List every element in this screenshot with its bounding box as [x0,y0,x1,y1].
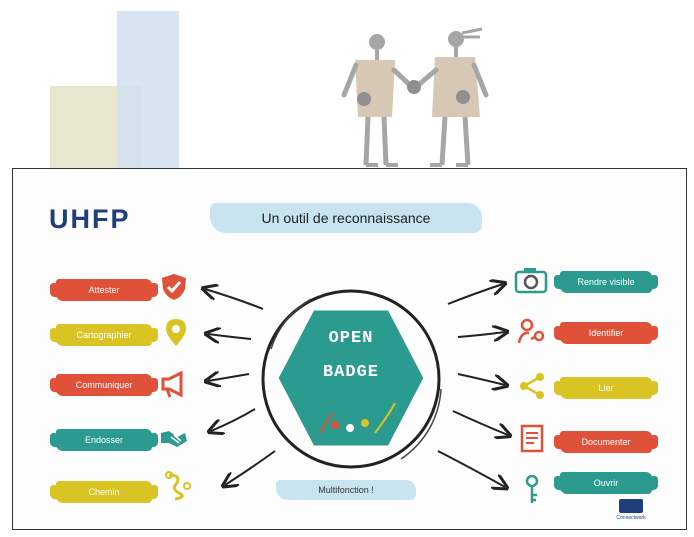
ribbon-label: Endosser [84,435,124,445]
ribbon-ouvrir: Ouvrir [560,472,652,494]
ribbon-attester: Attester [56,279,152,301]
title-text: Un outil de reconnaissance [261,210,431,226]
open-badge-infographic: UHFP Un outil de reconnaissance OPEN BAD… [12,168,687,530]
ribbon-cartographier: Cartographier [56,324,152,346]
uhfp-logo: UHFP [49,204,131,234]
people-icon [517,318,545,344]
ribbon-rendre-visible: Rendre visible [560,271,652,293]
ribbon-label: Communiquer [75,380,133,390]
connectwork-logo-text: Connectwork [616,515,646,521]
multifonction-banner: Multifonction ! [276,480,416,500]
path-icon [165,471,191,501]
connectwork-logo: Connectwork [611,499,651,527]
ribbon-identifier: Identifier [560,322,652,344]
open-badge-hexagon [275,307,427,449]
ribbon-label: Cartographier [76,330,132,340]
badge-line-1: OPEN [328,329,374,348]
ribbon-label: Chemin [88,487,120,497]
ribbon-communiquer: Communiquer [56,374,152,396]
ribbon-endosser: Endosser [56,429,152,451]
ribbon-label: Attester [88,285,120,295]
share-icon [520,373,544,399]
multifonction-text: Multifonction ! [318,485,374,495]
ribbon-documenter: Documenter [560,431,652,453]
ribbon-chemin: Chemin [56,481,152,503]
megaphone-icon [161,370,183,398]
center-circle [261,289,442,469]
ribbon-lier: Lier [560,377,652,399]
arrows-layer [13,169,688,531]
handshake-icon [161,431,187,447]
title-banner: Un outil de reconnaissance [210,203,482,233]
location-pin-icon [166,319,186,346]
ribbon-label: Lier [598,383,614,393]
camera-icon [514,268,548,294]
decor-blue-block [117,11,179,169]
ribbon-label: Rendre visible [577,277,635,287]
shield-check-icon [162,274,186,300]
ribbon-label: Ouvrir [593,478,619,488]
document-icon [520,424,544,453]
handshake-figures-illustration [341,27,489,167]
ribbon-label: Documenter [581,437,631,447]
key-icon [525,475,539,503]
ribbon-label: Identifier [588,328,624,338]
badge-line-2: BADGE [322,363,379,382]
